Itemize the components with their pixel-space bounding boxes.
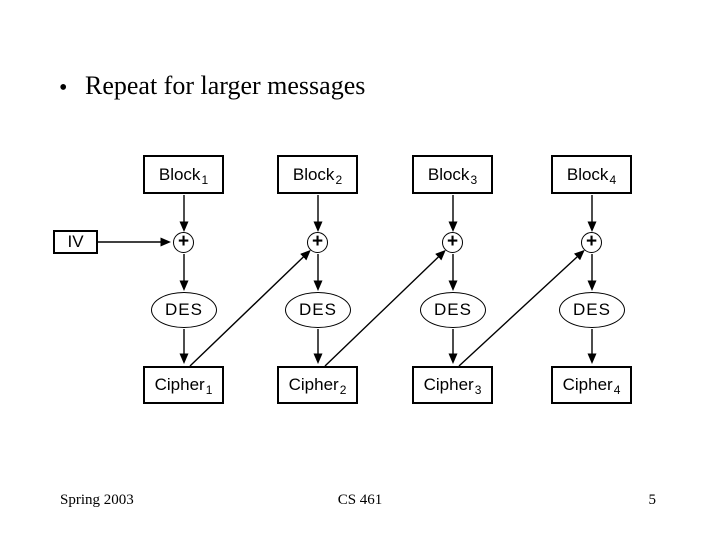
cipher-2-subscript: 2 [339,383,347,397]
cipher-4-subscript: 4 [613,383,621,397]
des-3-node: DES [420,292,486,328]
block-2-subscript: 2 [335,172,343,187]
xor-4-symbol: + [585,231,598,252]
xor-1-icon: + [173,232,194,253]
cipher-1-subscript: 1 [205,383,213,397]
xor-1-symbol: + [177,231,190,252]
cipher-3-label: Cipher [423,375,474,394]
des-4-node: DES [559,292,625,328]
cipher-1-label: Cipher [154,375,205,394]
cipher-4-label: Cipher [562,375,613,394]
footer-date: Spring 2003 [60,492,134,508]
iv-label: IV [67,232,84,251]
footer-course: CS 461 [337,492,383,508]
cipher-3-subscript: 3 [474,383,482,397]
block-2-label: Block [292,164,335,184]
block-3-label: Block [427,164,470,184]
des-1-node: DES [151,292,217,328]
bullet-icon: • [59,75,68,101]
des-3-label: DES [434,300,472,319]
xor-2-icon: + [307,232,328,253]
des-4-label: DES [573,300,611,319]
des-2-node: DES [285,292,351,328]
page-title: Repeat for larger messages [85,71,366,100]
xor-3-icon: + [442,232,463,253]
xor-4-icon: + [581,232,602,253]
block-4-subscript: 4 [609,172,617,187]
xor-2-symbol: + [311,231,324,252]
block-3-subscript: 3 [470,172,478,187]
footer-page-number: 5 [648,492,657,508]
block-1-label: Block [158,164,201,184]
block-4-label: Block [566,164,609,184]
cipher-2-label: Cipher [288,375,339,394]
xor-3-symbol: + [446,231,459,252]
des-2-label: DES [299,300,337,319]
iv-node: IV [53,230,98,254]
des-1-label: DES [165,300,203,319]
block-1-subscript: 1 [201,172,209,187]
